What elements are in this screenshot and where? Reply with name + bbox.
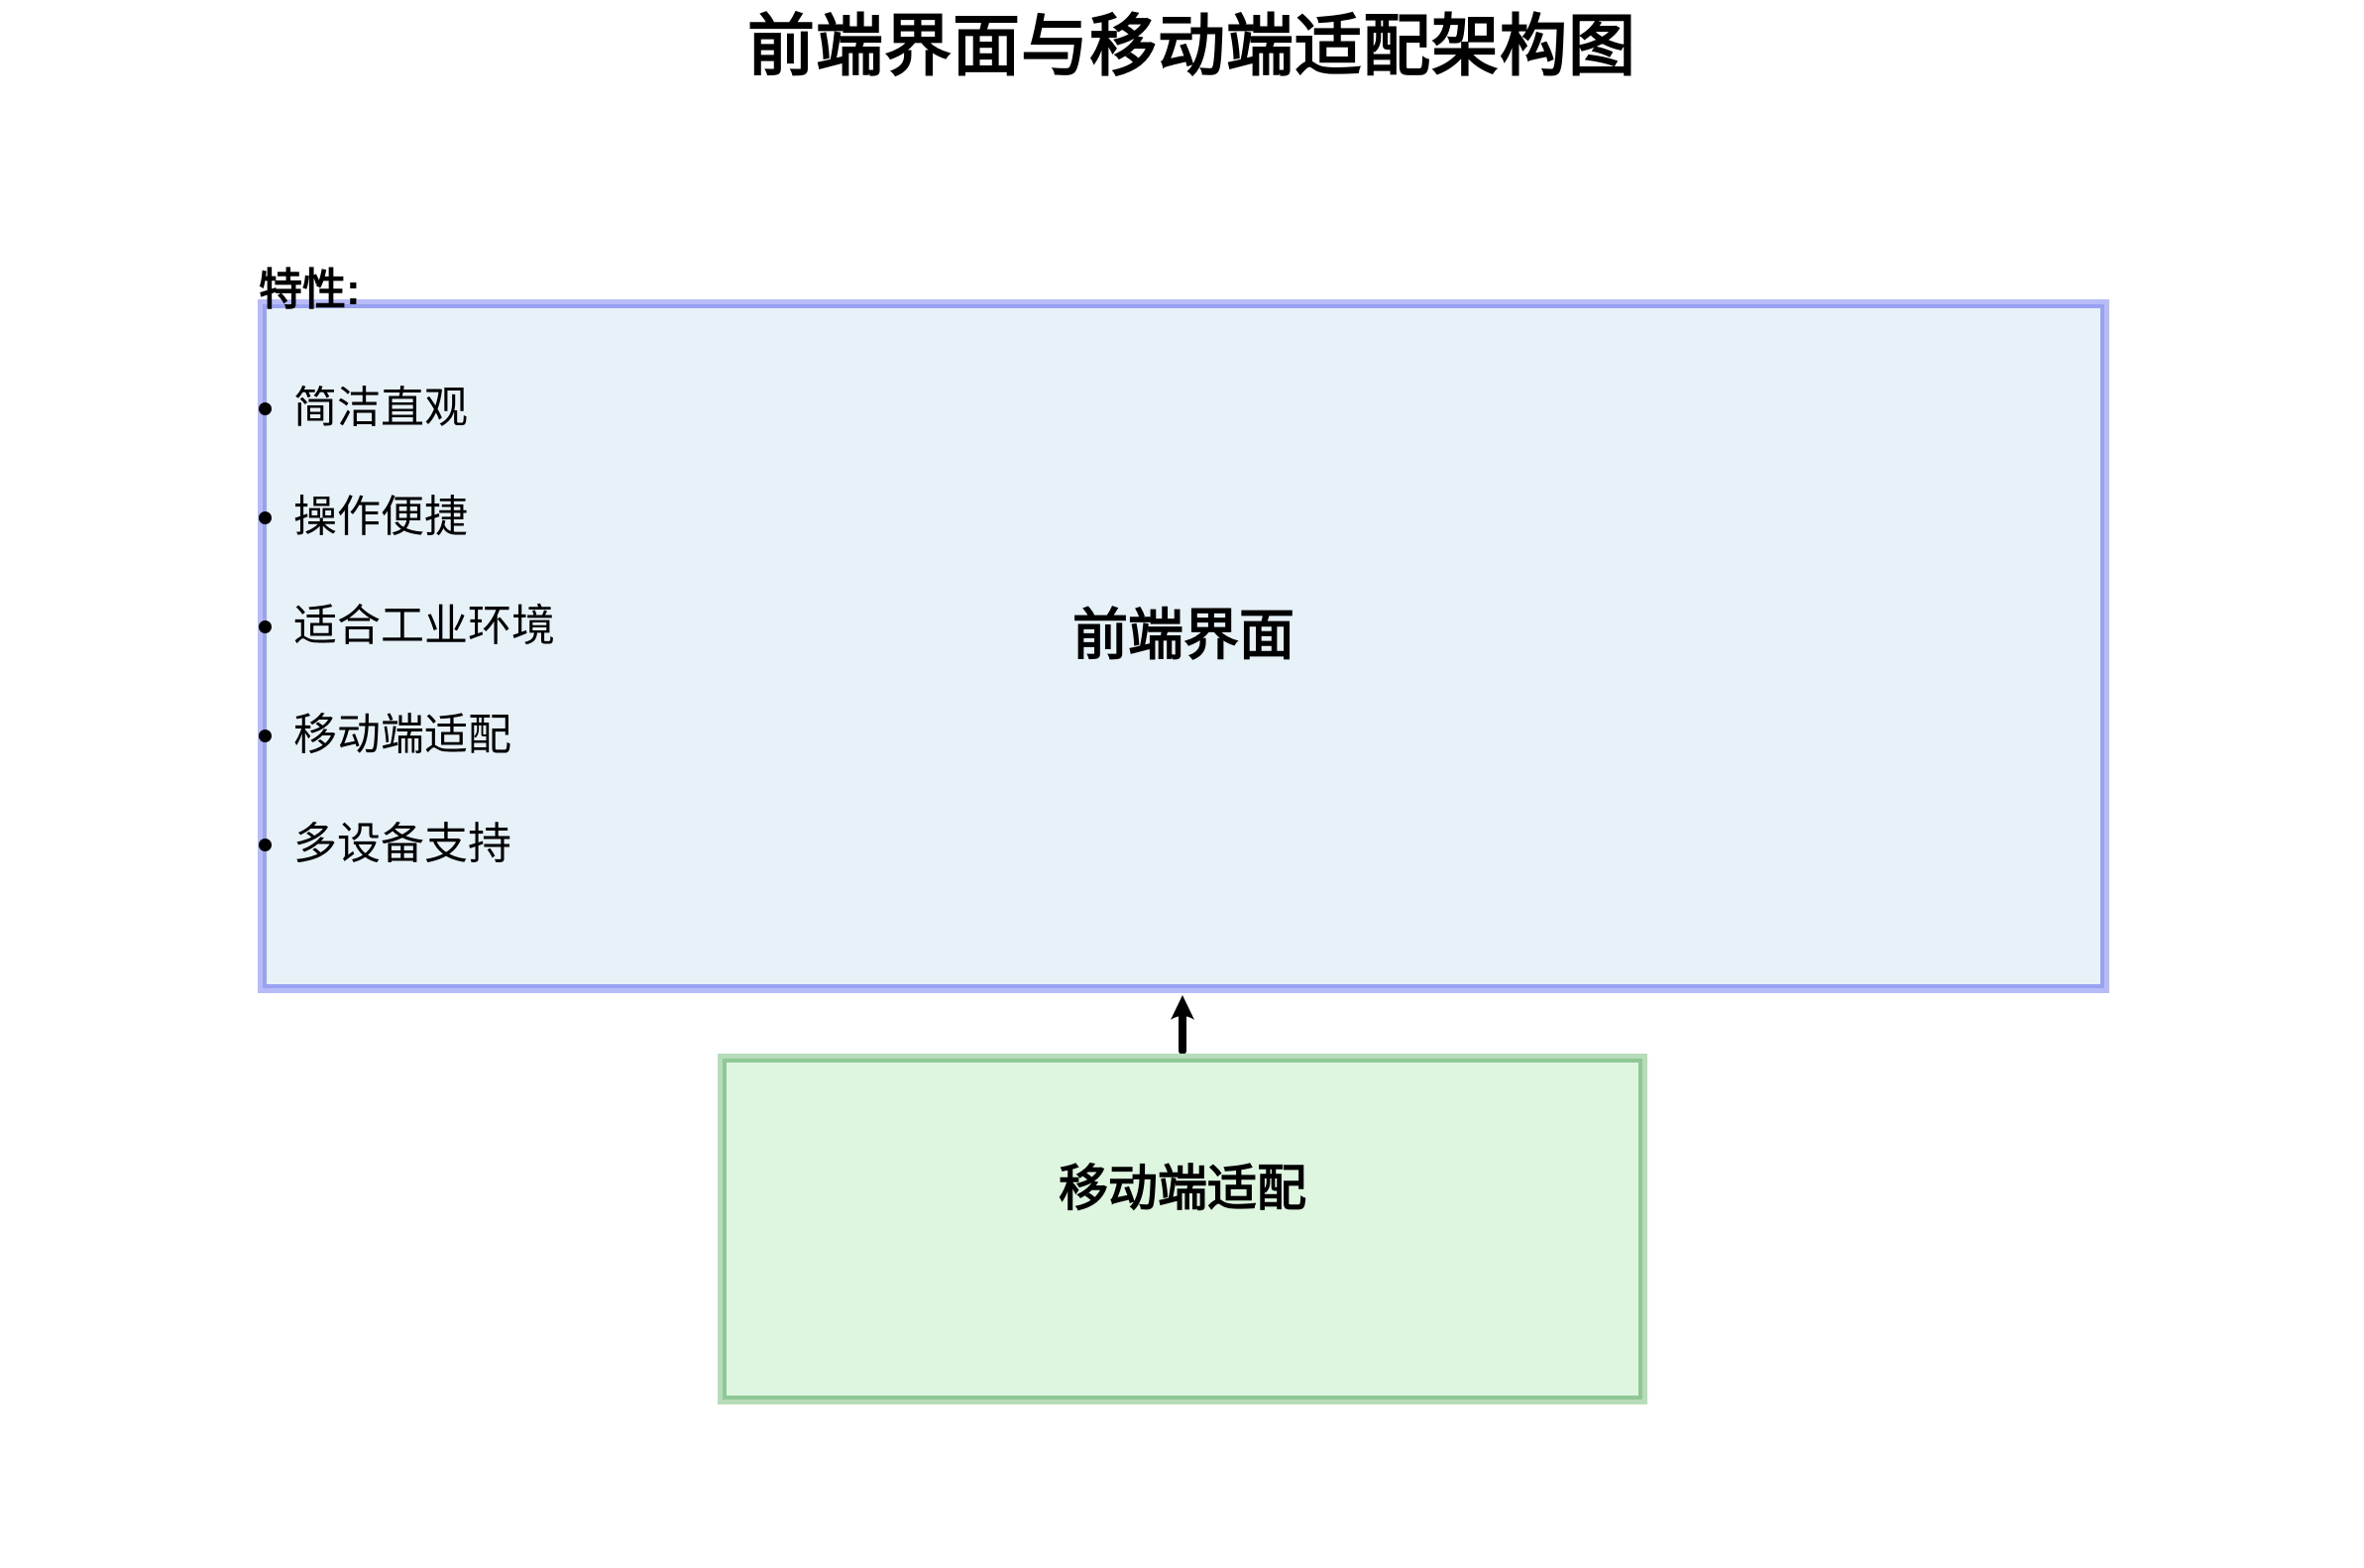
feature-item-label: 多设备支持 <box>293 820 511 868</box>
feature-item-label: 移动端适配 <box>293 711 511 759</box>
feature-item: 移动端适配 <box>259 708 511 763</box>
bullet-icon <box>259 401 272 415</box>
bullet-icon <box>259 838 272 851</box>
arrow-up-icon <box>1171 995 1194 1055</box>
frontend-interface-box: 特性: 简洁直观 操作便捷 适合工业环境 移动端适配 多设备支持 前端界面 <box>258 266 2109 993</box>
bullet-icon <box>259 728 272 742</box>
bullet-icon <box>259 619 272 633</box>
feature-item: 操作便捷 <box>259 490 468 545</box>
page-title: 前端界面与移动端适配架构图 <box>746 9 1636 84</box>
feature-item: 适合工业环境 <box>259 599 555 654</box>
frontend-interface-label: 前端界面 <box>1072 604 1295 666</box>
bullet-icon <box>259 510 272 524</box>
feature-item: 简洁直观 <box>259 381 468 436</box>
mobile-adaptation-label: 移动端适配 <box>1059 1161 1306 1216</box>
feature-item-label: 适合工业环境 <box>293 602 555 650</box>
mobile-adaptation-box: 移动端适配 <box>718 1054 1647 1404</box>
features-heading: 特性: <box>259 266 361 314</box>
feature-item-label: 简洁直观 <box>293 384 468 432</box>
feature-item-label: 操作便捷 <box>293 493 468 541</box>
feature-item: 多设备支持 <box>259 817 511 872</box>
